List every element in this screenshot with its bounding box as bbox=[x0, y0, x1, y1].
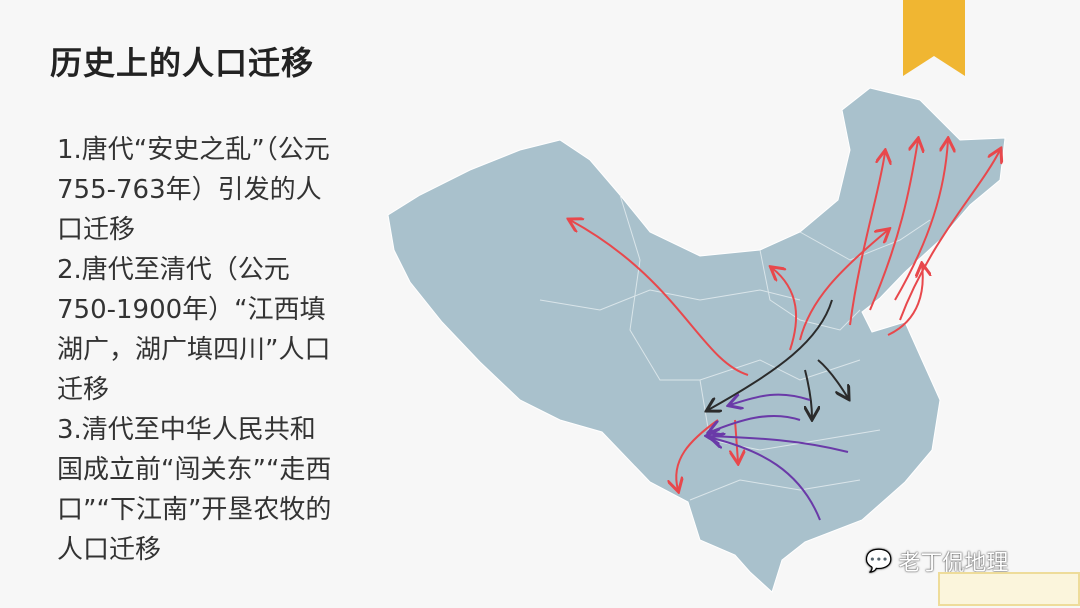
item-3-line: 国成立前“闯关东”“走西 bbox=[57, 455, 332, 485]
black-arrow bbox=[805, 369, 812, 418]
item-3-line: 口”“下江南”开垦农牧的 bbox=[57, 495, 332, 525]
red-arrow bbox=[899, 150, 1000, 321]
item-3-line: 人口迁移 bbox=[57, 535, 162, 565]
item-2-line: 迁移 bbox=[57, 375, 110, 405]
item-1-line: 口迁移 bbox=[57, 215, 136, 245]
bookmark-ribbon bbox=[903, 0, 965, 76]
item-1-line: 1.唐代“安史之乱”（公元 bbox=[57, 135, 330, 165]
seal-stamp bbox=[938, 572, 1080, 606]
purple-arrow bbox=[730, 393, 811, 405]
item-3-line: 3.清代至中华人民共和 bbox=[57, 415, 316, 445]
red-arrow bbox=[894, 140, 948, 301]
red-arrow bbox=[887, 265, 923, 336]
item-2-line: 湖广，湖广填四川”人口 bbox=[57, 335, 331, 365]
red-arrow bbox=[799, 230, 888, 341]
red-arrow bbox=[735, 419, 738, 462]
wechat-icon: 💬 bbox=[865, 548, 893, 574]
slide-title: 历史上的人口迁移 bbox=[50, 44, 315, 82]
watermark: 💬 老丁侃地理 bbox=[865, 545, 1008, 577]
item-1-line: 755-763年）引发的人 bbox=[57, 175, 322, 205]
migration-arrows bbox=[570, 140, 1000, 521]
china-outline bbox=[387, 87, 1006, 593]
red-arrow bbox=[570, 220, 749, 376]
purple-arrow bbox=[712, 438, 821, 521]
black-arrow bbox=[817, 359, 848, 398]
body-text: 1.唐代“安史之乱”（公元 755-763年）引发的人 口迁移 2.唐代至清代（… bbox=[57, 130, 377, 570]
province-borders bbox=[539, 194, 931, 501]
item-2-line: 2.唐代至清代（公元 bbox=[57, 255, 290, 285]
item-2-line: 750-1900年）“江西填 bbox=[57, 295, 326, 325]
red-arrow bbox=[849, 152, 885, 326]
watermark-text: 老丁侃地理 bbox=[898, 551, 1009, 576]
red-arrow bbox=[869, 140, 918, 311]
red-arrow bbox=[772, 268, 798, 351]
